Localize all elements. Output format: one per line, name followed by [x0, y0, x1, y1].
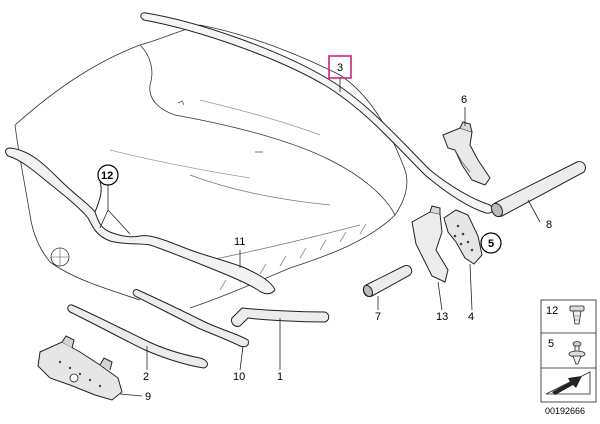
callout-13-leader [437, 281, 443, 311]
fastener-legend: 12 5 [540, 299, 597, 403]
callout-13-label[interactable]: 13 [436, 311, 448, 323]
callout-8-label[interactable]: 8 [546, 219, 552, 231]
part-2-seal[interactable] [67, 304, 208, 369]
part-7-tube[interactable] [362, 265, 413, 299]
part-4-bracket[interactable] [443, 209, 483, 265]
expanding-rivet-icon [568, 341, 586, 365]
part-10-strip[interactable] [132, 289, 249, 348]
part-13-bracket[interactable] [411, 205, 449, 283]
callout-12-leader-c [107, 209, 131, 235]
clip-fastener-icon [569, 305, 585, 325]
direction-arrow-icon [545, 371, 591, 395]
callout-12-label[interactable]: 12 [101, 170, 113, 182]
part-6-bracket[interactable] [442, 121, 491, 186]
callout-9-leader [119, 393, 143, 397]
callout-11-label[interactable]: 11 [234, 236, 245, 248]
callout-9-label[interactable]: 9 [145, 391, 151, 403]
part-1-seal[interactable] [231, 307, 330, 327]
callout-2-label[interactable]: 2 [143, 371, 149, 383]
callout-6-label[interactable]: 6 [461, 94, 467, 106]
legend-item-5-label[interactable]: 5 [548, 338, 554, 350]
callout-10-label[interactable]: 10 [233, 371, 245, 383]
callout-12-leader-b [99, 209, 109, 229]
legend-item-12-label[interactable]: 12 [546, 305, 558, 317]
callout-10-leader [239, 345, 244, 371]
part-3-hood-seal[interactable] [140, 12, 494, 214]
callout-3-label[interactable]: 3 [337, 62, 343, 74]
callout-8-leader [527, 199, 541, 223]
part-8-tube[interactable] [489, 161, 586, 219]
part-9-bracket[interactable] [37, 335, 123, 401]
callout-5-circle [480, 232, 502, 254]
part-12-seal-strip[interactable] [5, 147, 276, 295]
callout-5-label[interactable]: 5 [488, 238, 494, 250]
hood-outline [14, 24, 408, 309]
diagram-id: 00192666 [545, 406, 585, 416]
callout-4-leader [469, 263, 473, 311]
callout-1-label[interactable]: 1 [277, 371, 283, 383]
callout-7-label[interactable]: 7 [375, 311, 381, 323]
callout-4-label[interactable]: 4 [468, 311, 474, 323]
